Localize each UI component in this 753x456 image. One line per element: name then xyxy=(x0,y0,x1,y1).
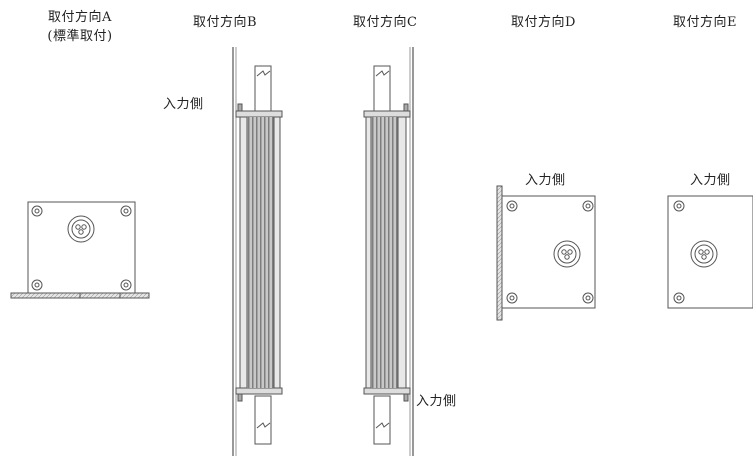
unit-e-body xyxy=(667,195,753,309)
unit-direction-a xyxy=(10,201,150,299)
break-mark-icon xyxy=(375,422,390,429)
unit-a-body xyxy=(27,201,136,295)
unit-direction-c xyxy=(363,47,414,456)
bolt-icon xyxy=(120,205,132,217)
shaft-icon xyxy=(690,240,718,268)
shaft-icon xyxy=(67,215,95,243)
break-mark-icon xyxy=(256,422,271,429)
label-direction-a-standard: (標準取付) xyxy=(47,29,113,44)
label-input-side-c: 入力側 xyxy=(416,394,457,409)
shaft-icon xyxy=(553,240,581,268)
bolt-icon xyxy=(31,205,43,217)
unit-d-body xyxy=(501,195,596,309)
label-direction-a: 取付方向A xyxy=(48,10,112,25)
bolt-icon xyxy=(582,292,594,304)
bolt-icon xyxy=(673,200,685,212)
break-mark-icon xyxy=(375,70,390,77)
label-direction-d: 取付方向D xyxy=(511,15,576,30)
label-input-side-b: 入力側 xyxy=(163,97,204,112)
bolt-icon xyxy=(673,292,685,304)
label-input-side-e: 入力側 xyxy=(690,173,731,188)
unit-c-fins xyxy=(371,117,398,388)
unit-d-mounting-plate xyxy=(496,185,503,321)
bolt-icon xyxy=(582,200,594,212)
unit-direction-b xyxy=(232,47,283,456)
unit-direction-d xyxy=(496,185,596,321)
label-direction-b: 取付方向B xyxy=(193,15,258,30)
unit-b-fins xyxy=(247,117,274,388)
bolt-icon xyxy=(31,279,43,291)
unit-direction-e xyxy=(667,195,753,309)
bolt-icon xyxy=(506,200,518,212)
break-mark-icon xyxy=(256,70,271,77)
label-input-side-d: 入力側 xyxy=(525,173,566,188)
bolt-icon xyxy=(120,279,132,291)
bolt-icon xyxy=(506,292,518,304)
label-direction-e: 取付方向E xyxy=(673,15,737,30)
label-direction-c: 取付方向C xyxy=(353,15,418,30)
